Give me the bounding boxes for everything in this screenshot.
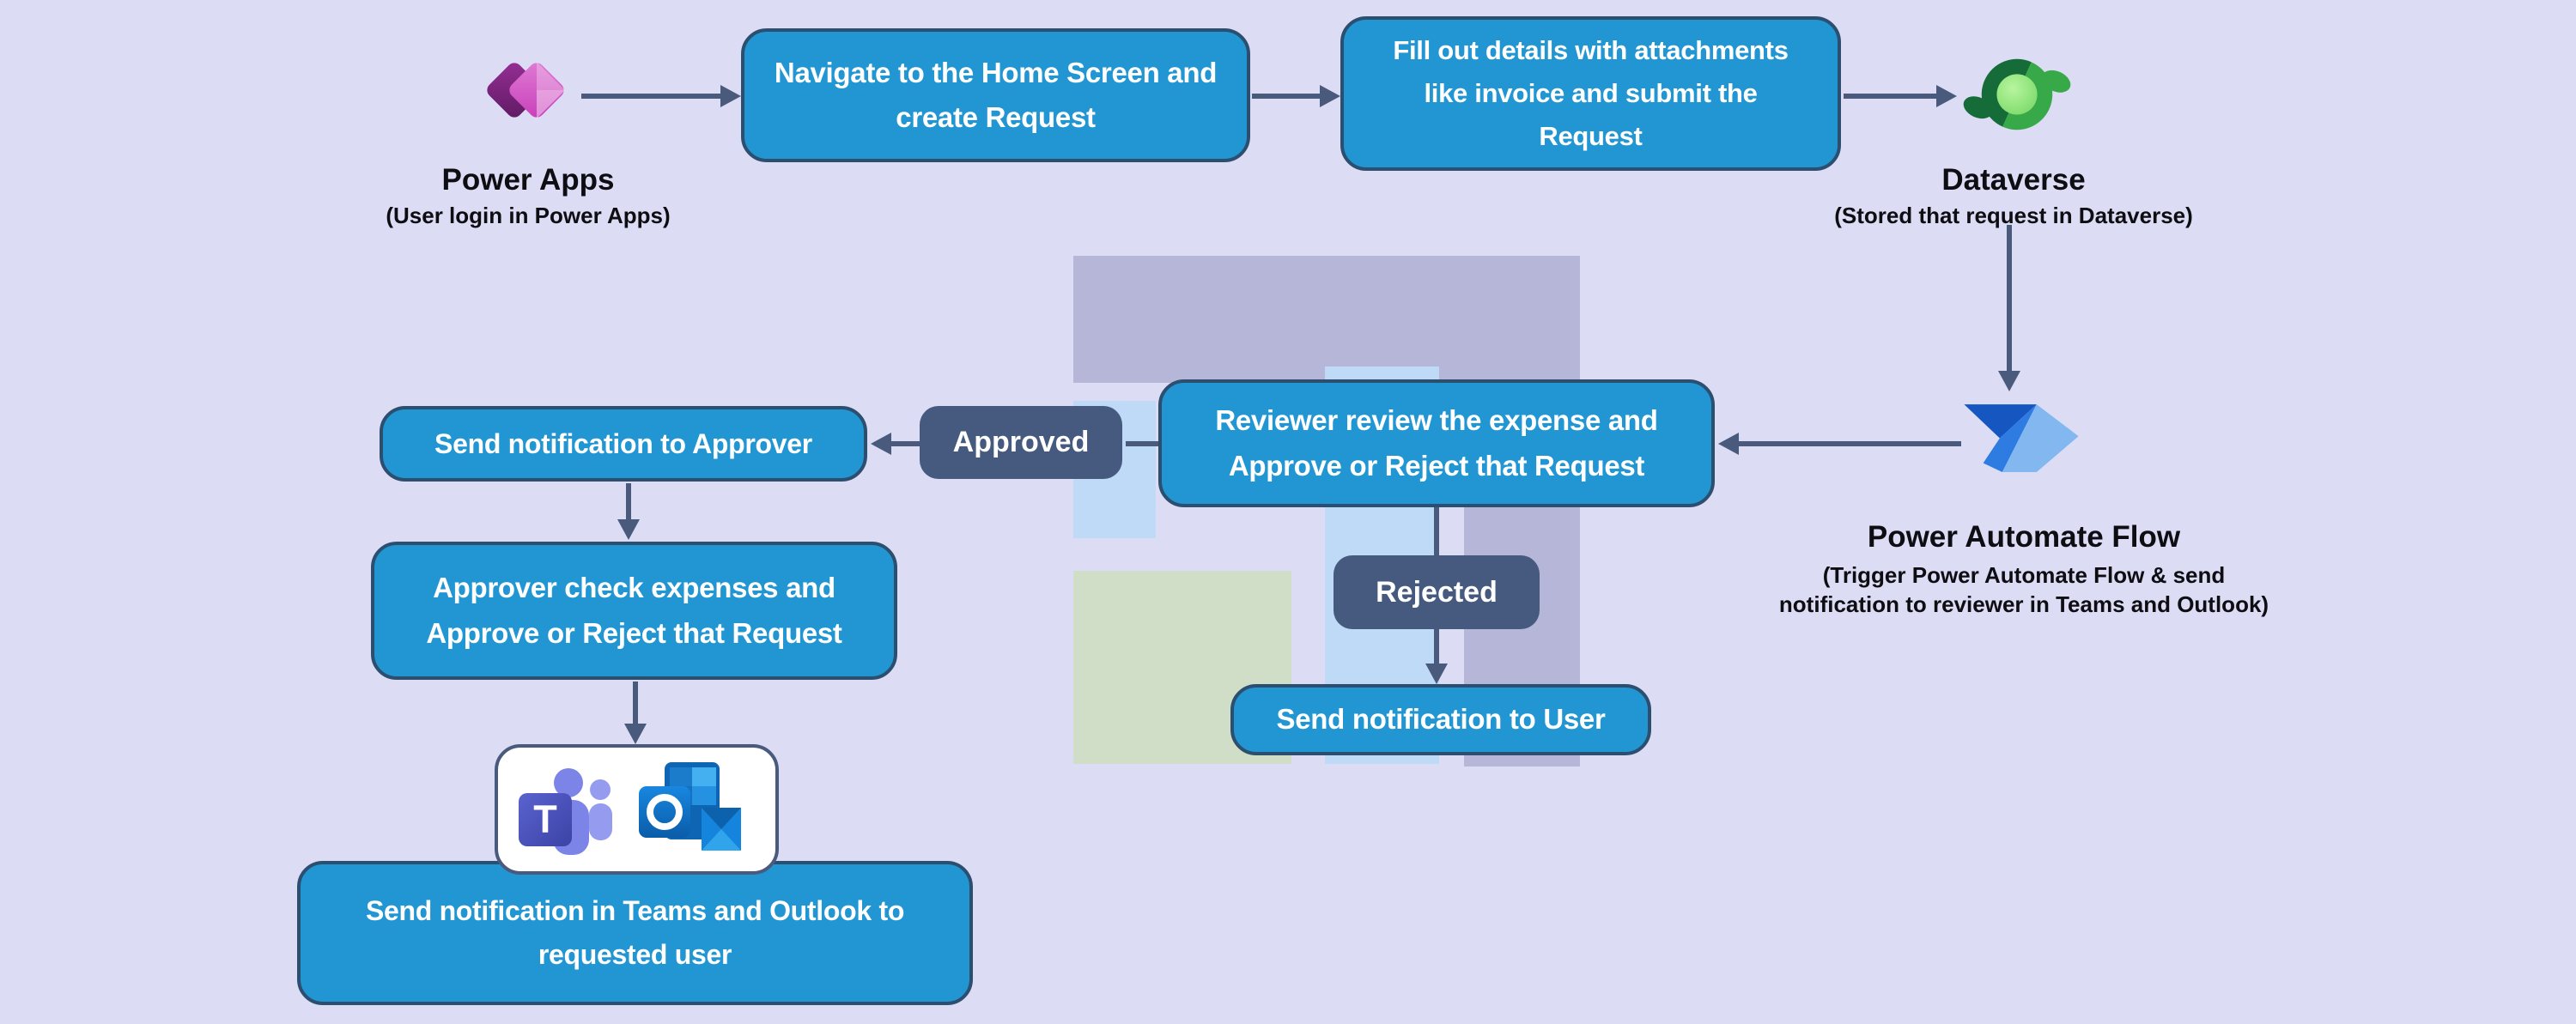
arrow-navigate-to-fillout [1252, 94, 1321, 99]
power-automate-icon [1964, 404, 2079, 472]
power-automate-sublabel: (Trigger Power Automate Flow & send noti… [1778, 562, 2269, 618]
outlook-icon [639, 762, 741, 851]
step-reviewer-review: Reviewer review the expense and Approve … [1158, 379, 1715, 507]
arrowhead-down-icon [1425, 663, 1448, 684]
step-notify-approver: Send notification to Approver [380, 406, 867, 482]
connector-reviewer-to-approved [1126, 441, 1158, 446]
svg-text:T: T [533, 797, 557, 841]
arrow-dataverse-to-automate [2007, 225, 2012, 373]
arrowhead-left-icon [1718, 433, 1739, 455]
power-apps-icon [487, 62, 565, 118]
teams-icon: T [519, 768, 612, 855]
arrowhead-left-icon [871, 433, 891, 455]
step-navigate-home: Navigate to the Home Screen and create R… [741, 28, 1250, 162]
step-fill-out-details: Fill out details with attachments like i… [1340, 16, 1841, 171]
arrowhead-right-icon [1320, 85, 1340, 107]
power-automate-label: Power Automate Flow [1867, 520, 2181, 554]
connector-reviewer-to-rejected [1434, 507, 1439, 557]
step-notify-user: Send notification to User [1230, 684, 1651, 755]
arrowhead-down-icon [1998, 371, 2020, 391]
arrow-rejected-to-notify-user [1434, 629, 1439, 665]
step-notify-teams-outlook: Send notification in Teams and Outlook t… [297, 861, 973, 1005]
arrow-notify-approver-to-check [626, 483, 631, 521]
power-apps-sublabel: (User login in Power Apps) [386, 203, 671, 228]
background-shape-gray-right [1464, 256, 1580, 766]
arrow-fillout-to-dataverse [1844, 94, 1938, 99]
decision-approved: Approved [920, 406, 1122, 479]
dataverse-sublabel: (Stored that request in Dataverse) [1834, 203, 2193, 228]
arrow-check-to-teams-outlook [633, 682, 638, 725]
power-apps-label: Power Apps [441, 163, 615, 197]
dataverse-icon [1963, 58, 2071, 130]
arrow-powerapps-to-navigate [581, 94, 722, 99]
arrowhead-right-icon [1936, 85, 1957, 107]
arrow-automate-to-reviewer [1737, 441, 1961, 446]
arrowhead-down-icon [617, 519, 640, 540]
step-approver-check: Approver check expenses and Approve or R… [371, 542, 897, 680]
arrow-approved-to-notify-approver [891, 441, 920, 446]
arrowhead-down-icon [624, 724, 647, 744]
dataverse-label: Dataverse [1941, 163, 2086, 197]
decision-rejected: Rejected [1334, 555, 1540, 629]
arrowhead-right-icon [720, 85, 741, 107]
